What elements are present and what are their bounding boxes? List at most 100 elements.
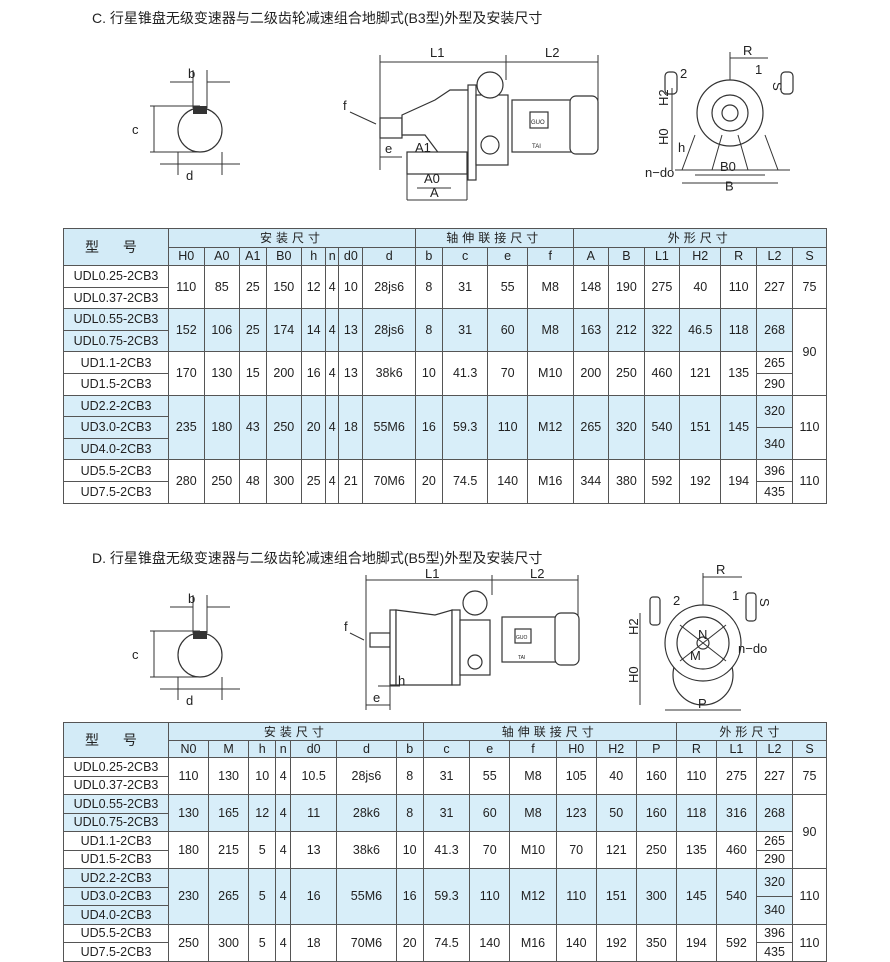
value-cell: 145 [720, 394, 757, 461]
model-cell: UD1.5-2CB3 [63, 849, 169, 869]
value-cell: 110 [167, 757, 210, 795]
side-view-drawing-d: L1 L2 GUO TAI f h e [344, 566, 580, 710]
value-cell: 118 [675, 794, 717, 832]
section-c-title: C. 行星锥盘无级变速器与二级齿轮减速组合地脚式(B3型)外型及安装尺寸 [92, 10, 543, 26]
l2-value: 396 [764, 463, 785, 478]
value-cell: 13 [338, 308, 364, 353]
value-cell: 192 [595, 923, 637, 962]
column-header: b [414, 246, 443, 266]
group-header: 轴伸联接尺寸 [414, 228, 574, 248]
value-cell: 140 [487, 459, 528, 504]
l2-cell: 268 [756, 794, 793, 832]
value-cell: M8 [526, 308, 574, 353]
column-header: d [362, 246, 416, 266]
label-f: f [343, 98, 347, 113]
s-cell: 110 [792, 459, 827, 504]
value-cell: 135 [720, 351, 757, 396]
model-cell: UD5.5-2CB3 [63, 923, 169, 943]
shaft-section-drawing-c: b c d [132, 66, 240, 183]
value-cell: 70M6 [362, 459, 416, 504]
model-cell: UD4.0-2CB3 [63, 905, 169, 925]
value-cell: 74.5 [422, 923, 471, 962]
column-header: h [248, 740, 277, 758]
value-cell: 160 [635, 794, 677, 832]
value-cell: 110 [168, 264, 205, 310]
group-header: 安装尺寸 [168, 228, 416, 248]
value-cell: 540 [643, 394, 681, 461]
value-cell: 18 [338, 394, 364, 461]
column-header: d [336, 740, 397, 758]
svg-text:GUO: GUO [516, 635, 528, 641]
table-row: UDL0.37-2CB3 [63, 286, 827, 310]
value-cell: 344 [572, 459, 610, 504]
column-header: d0 [289, 740, 338, 758]
svg-text:1: 1 [755, 62, 762, 77]
value-cell: 70 [555, 831, 597, 869]
value-cell: 20 [395, 923, 424, 962]
value-cell: 265 [572, 394, 610, 461]
column-header: n [275, 740, 291, 758]
value-cell: M12 [509, 868, 557, 925]
value-cell: M8 [509, 757, 557, 795]
value-cell: 28js6 [362, 308, 416, 353]
group-header: 外形尺寸 [675, 722, 828, 741]
value-cell: 8 [414, 308, 443, 353]
column-header: S [792, 740, 827, 758]
value-cell: 70M6 [336, 923, 397, 962]
s-cell: 90 [792, 794, 827, 869]
column-header: R [675, 740, 717, 758]
value-cell: 110 [720, 264, 757, 310]
model-cell: UD7.5-2CB3 [63, 480, 169, 504]
value-cell: 275 [643, 264, 681, 310]
label-A0: A0 [424, 171, 440, 186]
value-cell: 130 [203, 351, 241, 396]
s-cell: 75 [792, 264, 827, 310]
label-H0: H0 [626, 666, 641, 683]
value-cell: 4 [325, 394, 340, 461]
l2-value: 340 [757, 426, 792, 459]
value-cell: 5 [248, 923, 277, 962]
value-cell: 163 [572, 308, 610, 353]
value-cell: 70 [487, 351, 528, 396]
l2-value: 290 [757, 372, 792, 395]
group-header: 外形尺寸 [572, 228, 828, 248]
column-header: M [208, 740, 250, 758]
shaft-circle [177, 107, 223, 153]
table-row: UD7.5-2CB3 [63, 480, 827, 504]
label-L1: L1 [425, 566, 439, 581]
s-cell: 110 [792, 394, 827, 461]
value-cell: 10 [338, 264, 364, 310]
value-cell: 50 [595, 794, 637, 832]
value-cell: 165 [208, 794, 250, 832]
value-cell: 13 [338, 351, 364, 396]
value-cell: 192 [679, 459, 722, 504]
value-cell: 55M6 [362, 394, 416, 461]
value-cell: M16 [509, 923, 557, 962]
model-cell: UD2.2-2CB3 [63, 394, 169, 418]
column-header: B0 [265, 246, 303, 266]
group-header: 安装尺寸 [168, 722, 424, 741]
value-cell: 250 [265, 394, 303, 461]
value-cell: 540 [715, 868, 758, 925]
model-cell: UD2.2-2CB3 [63, 868, 169, 888]
value-cell: 74.5 [441, 459, 489, 504]
value-cell: 31 [422, 757, 471, 795]
column-header: L2 [756, 246, 793, 266]
value-cell: 60 [487, 308, 528, 353]
table-row: UDL0.75-2CB3 [63, 329, 827, 353]
label-ndo: n−do [645, 165, 674, 180]
column-header: h [301, 246, 327, 266]
value-cell: M12 [526, 394, 574, 461]
value-cell: 4 [275, 757, 291, 795]
end-view-drawing-d: R 2 1 S N M n−do H2 H0 P [626, 562, 772, 711]
l2-value: 435 [757, 480, 792, 503]
label-c: c [132, 647, 139, 662]
value-cell: 28js6 [336, 757, 397, 795]
model-cell: UDL0.37-2CB3 [63, 775, 169, 795]
